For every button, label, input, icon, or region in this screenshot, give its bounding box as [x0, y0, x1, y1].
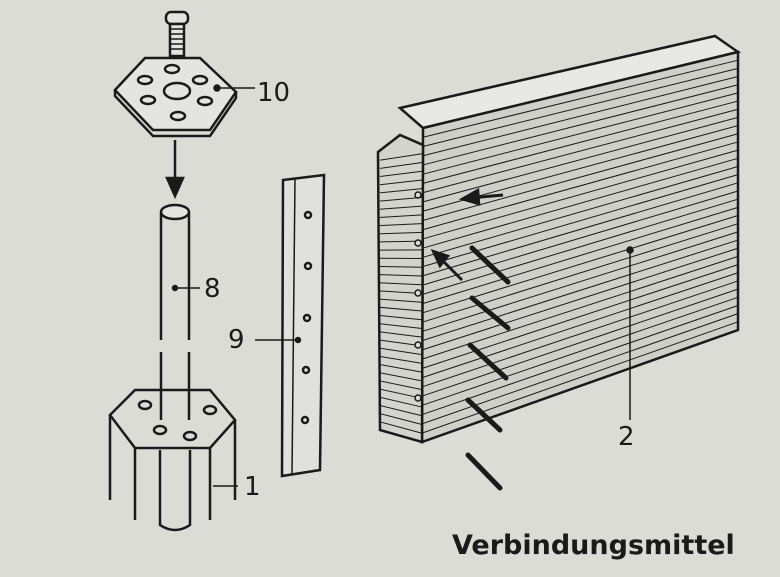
label-strip: 9 [228, 325, 245, 355]
grain-line-side [379, 404, 423, 417]
grain-line-side [379, 196, 423, 202]
grain-line [422, 141, 739, 231]
grain-line [422, 231, 739, 332]
hex-plate-bottom [108, 388, 238, 532]
caption: Verbindungsmittel [452, 530, 735, 561]
grain-line-side [379, 413, 423, 426]
grain-line [422, 288, 739, 397]
label-plate: 10 [257, 78, 291, 108]
grain-line-side [379, 323, 423, 329]
grain-line-side [379, 347, 423, 356]
grain-line-side [379, 214, 423, 218]
grain-line [422, 157, 739, 249]
grain-line [422, 304, 739, 415]
arrow-down-icon [165, 140, 185, 200]
grain-line [422, 133, 739, 221]
grain-line [422, 100, 739, 184]
grain-line [422, 149, 739, 240]
grain-line [422, 67, 739, 147]
grain-line [422, 165, 739, 258]
grain-line-side [379, 231, 423, 235]
grain-line [422, 296, 739, 406]
grain-line-side [379, 223, 423, 227]
grain-line [422, 239, 739, 341]
grain-line [422, 255, 739, 360]
label-board: 2 [618, 422, 635, 452]
grain-line-side [379, 380, 423, 391]
grain-line [422, 321, 739, 434]
grain-line [422, 116, 739, 203]
grain-line [422, 272, 739, 378]
grain-line [422, 59, 739, 138]
grain-line [422, 92, 739, 175]
grain-line [422, 76, 739, 157]
grain-line-side [379, 364, 423, 373]
grain-line-side [379, 161, 423, 169]
grain-line-side [379, 315, 423, 321]
grain-line-side [379, 188, 423, 194]
hex-plate-top [113, 56, 255, 138]
grain-line [422, 190, 739, 286]
tube [159, 203, 200, 420]
grain-line-side [379, 170, 423, 178]
grain-line-side [379, 372, 423, 382]
grain-line-side [379, 331, 423, 338]
grain-line-side [379, 396, 423, 408]
grain-line-side [379, 355, 423, 364]
grain-line-side [379, 298, 423, 303]
grain-line [422, 198, 739, 295]
grain-line [422, 182, 739, 277]
board [376, 34, 741, 491]
grain-line [422, 247, 739, 351]
grain-line-side [379, 265, 423, 268]
grain-line [422, 215, 739, 314]
grain-line-side [379, 306, 423, 312]
label-base: 1 [244, 472, 261, 502]
grain-line-side [379, 282, 423, 286]
grain-line-side [379, 153, 423, 161]
grain-line [422, 223, 739, 323]
grain-line [422, 280, 739, 388]
grain-line-side [379, 274, 423, 277]
grain-line-side [379, 205, 423, 210]
grain-line [422, 84, 739, 166]
grain-line [422, 206, 739, 304]
grain-line-side [379, 179, 423, 186]
grain-line-side [379, 421, 423, 434]
screw [164, 10, 190, 58]
label-tube: 8 [204, 274, 221, 304]
perforated-strip [255, 173, 326, 478]
grain-line [422, 108, 739, 194]
